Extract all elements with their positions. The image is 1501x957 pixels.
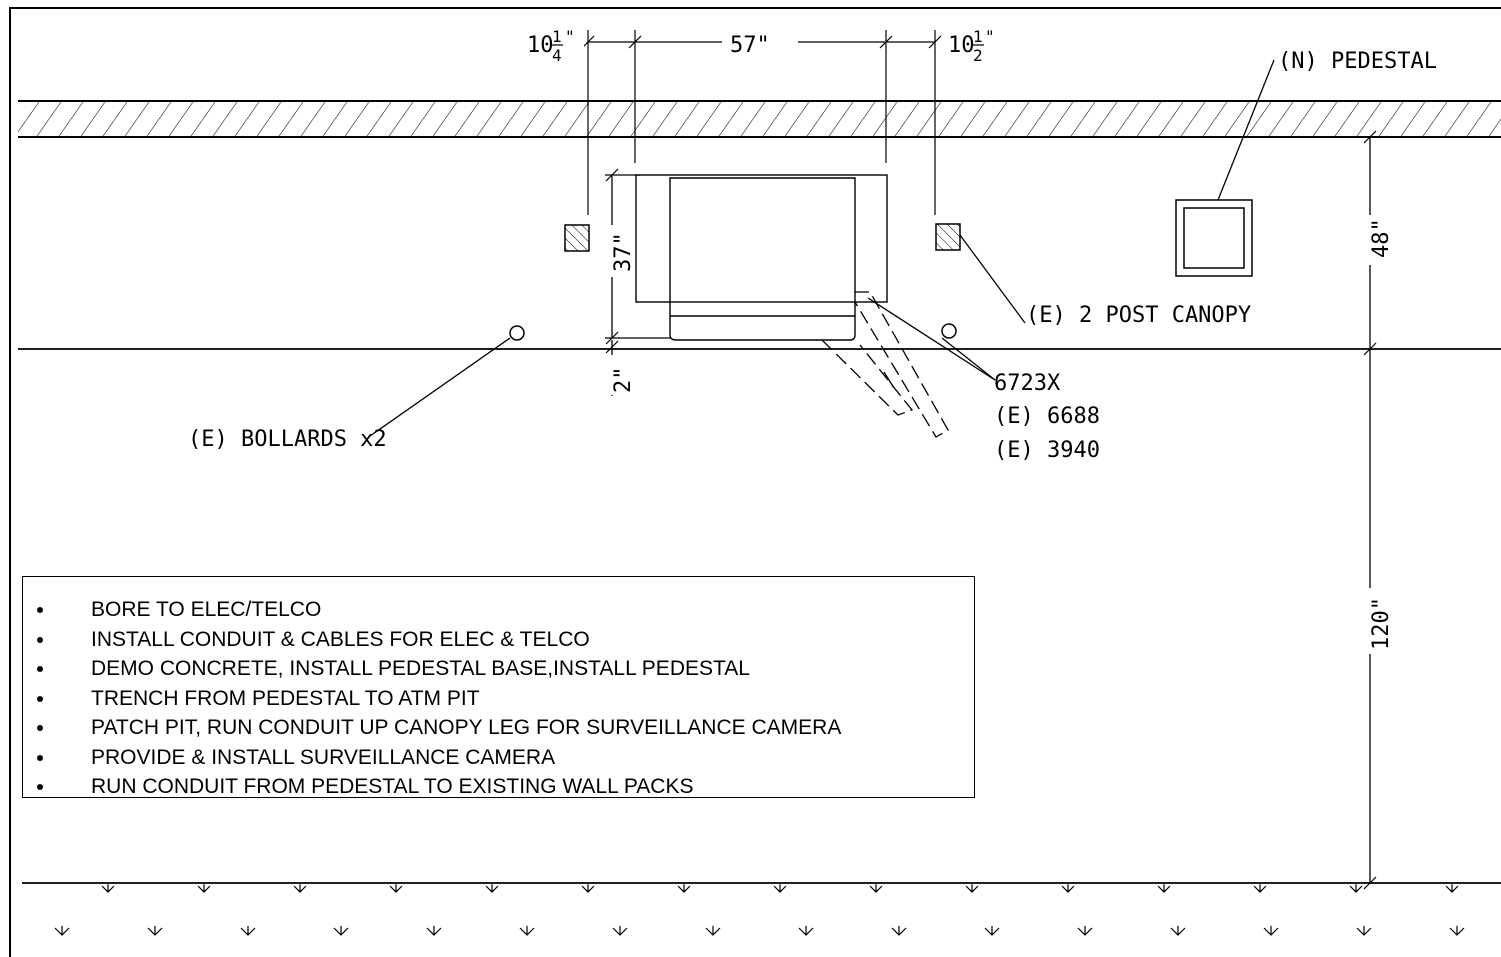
grass-symbol xyxy=(1449,925,1465,936)
grass-symbol xyxy=(1263,925,1279,936)
grass-symbol xyxy=(1077,925,1093,936)
pedestal-callout: (N) PEDESTAL xyxy=(1278,49,1437,74)
grass-symbol xyxy=(677,884,691,893)
scope-note-text: PATCH PIT, RUN CONDUIT UP CANOPY LEG FOR… xyxy=(91,716,842,739)
depth-label: 37" xyxy=(611,232,636,272)
drawing-border xyxy=(9,7,1501,957)
curb-gap-label: 2" xyxy=(611,367,636,394)
svg-text:10: 10 xyxy=(948,33,975,58)
svg-text:1: 1 xyxy=(973,27,983,46)
scope-note-item: INSTALL CONDUIT & CABLES FOR ELEC & TELC… xyxy=(23,625,974,655)
scope-notes-list: BORE TO ELEC/TELCO INSTALL CONDUIT & CABL… xyxy=(23,577,974,802)
grass-symbol xyxy=(147,925,163,936)
bollard-left xyxy=(509,325,525,341)
canopy-callout: (E) 2 POST CANOPY xyxy=(1026,303,1251,328)
grass-symbol xyxy=(54,925,70,936)
grass-symbol xyxy=(426,925,442,936)
atm-door-swing xyxy=(821,291,949,438)
svg-text:": " xyxy=(985,27,995,46)
grass-symbol xyxy=(197,884,211,893)
bullet-icon xyxy=(37,607,43,613)
scope-note-text: INSTALL CONDUIT & CABLES FOR ELEC & TELC… xyxy=(91,627,590,651)
svg-text:": " xyxy=(565,27,575,46)
grass-symbol xyxy=(869,884,883,893)
grass-symbol xyxy=(798,925,814,936)
bullet-icon xyxy=(37,784,43,790)
grass-symbol xyxy=(773,884,787,893)
grass-symbol xyxy=(1445,884,1459,893)
atm-model-callout-2: (E) 6688 xyxy=(994,404,1100,429)
scope-note-text: BORE TO ELEC/TELCO xyxy=(91,598,322,621)
grass-symbol xyxy=(333,925,349,936)
width-dimension xyxy=(581,30,942,215)
depth-dimension xyxy=(600,168,670,396)
grass-symbol xyxy=(485,884,499,893)
bollards-callout: (E) BOLLARDS x2 xyxy=(188,427,387,452)
width-label: 57" xyxy=(730,33,770,58)
setback-label: 48" xyxy=(1369,218,1394,258)
canopy-post-left xyxy=(564,224,590,252)
scope-note-item: BORE TO ELEC/TELCO xyxy=(23,595,974,625)
grass-symbol xyxy=(1170,925,1186,936)
left-offset-label: 10 1 4 " xyxy=(522,24,584,65)
scope-note-text: TRENCH FROM PEDESTAL TO ATM PIT xyxy=(91,686,480,710)
grass-symbol xyxy=(891,925,907,936)
grass-symbol xyxy=(1356,925,1372,936)
scope-note-text: RUN CONDUIT FROM PEDESTAL TO EXISTING WA… xyxy=(91,775,694,798)
grass-symbol xyxy=(1253,884,1267,893)
grass-symbol xyxy=(984,925,1000,936)
bollard-right xyxy=(941,323,957,339)
svg-text:2: 2 xyxy=(973,46,983,65)
canopy-post-right xyxy=(935,223,961,251)
bullet-icon xyxy=(37,695,43,702)
scope-note-item: DEMO CONCRETE, INSTALL PEDESTAL BASE,INS… xyxy=(23,654,974,684)
grass-symbol xyxy=(705,925,721,936)
grass-symbol xyxy=(240,925,256,936)
leader-lines xyxy=(369,59,1275,437)
right-offset-label: 10 1 2 " xyxy=(944,24,1002,65)
atm-footprint xyxy=(635,174,888,341)
grass-symbol xyxy=(1061,884,1075,893)
atm-model-callout-3: (E) 3940 xyxy=(994,438,1100,463)
grass-symbol xyxy=(389,884,403,893)
bullet-icon xyxy=(37,725,43,731)
building-wall xyxy=(18,100,1501,138)
setback-dimension xyxy=(1358,130,1382,356)
bullet-icon xyxy=(37,636,43,643)
grass-symbol xyxy=(612,925,628,936)
scope-note-item: RUN CONDUIT FROM PEDESTAL TO EXISTING WA… xyxy=(23,772,974,802)
scope-note-item: TRENCH FROM PEDESTAL TO ATM PIT xyxy=(23,684,974,714)
pedestal-symbol xyxy=(1175,199,1253,277)
scope-note-item: PROVIDE & INSTALL SURVEILLANCE CAMERA xyxy=(23,743,974,773)
grass-symbol xyxy=(101,884,115,893)
svg-text:4: 4 xyxy=(552,46,562,65)
scope-notes-box: BORE TO ELEC/TELCO INSTALL CONDUIT & CABL… xyxy=(22,576,975,798)
grass-symbol xyxy=(581,884,595,893)
grass-symbol xyxy=(1349,884,1363,893)
grass-symbol xyxy=(519,925,535,936)
atm-model-callout-1: 6723X xyxy=(994,371,1061,396)
grass-symbol xyxy=(965,884,979,893)
landscape-edge xyxy=(22,882,1501,936)
bullet-icon xyxy=(37,666,43,672)
scope-note-text: DEMO CONCRETE, INSTALL PEDESTAL BASE,INS… xyxy=(91,657,750,680)
svg-text:1: 1 xyxy=(552,27,562,46)
distance-dimension xyxy=(1358,349,1382,890)
svg-text:10: 10 xyxy=(527,33,554,58)
scope-note-text: PROVIDE & INSTALL SURVEILLANCE CAMERA xyxy=(91,745,556,769)
scope-note-item: PATCH PIT, RUN CONDUIT UP CANOPY LEG FOR… xyxy=(23,713,974,743)
grass-symbol xyxy=(1157,884,1171,893)
grass-symbol xyxy=(293,884,307,893)
distance-label: 120" xyxy=(1369,597,1394,650)
bullet-icon xyxy=(37,754,43,761)
